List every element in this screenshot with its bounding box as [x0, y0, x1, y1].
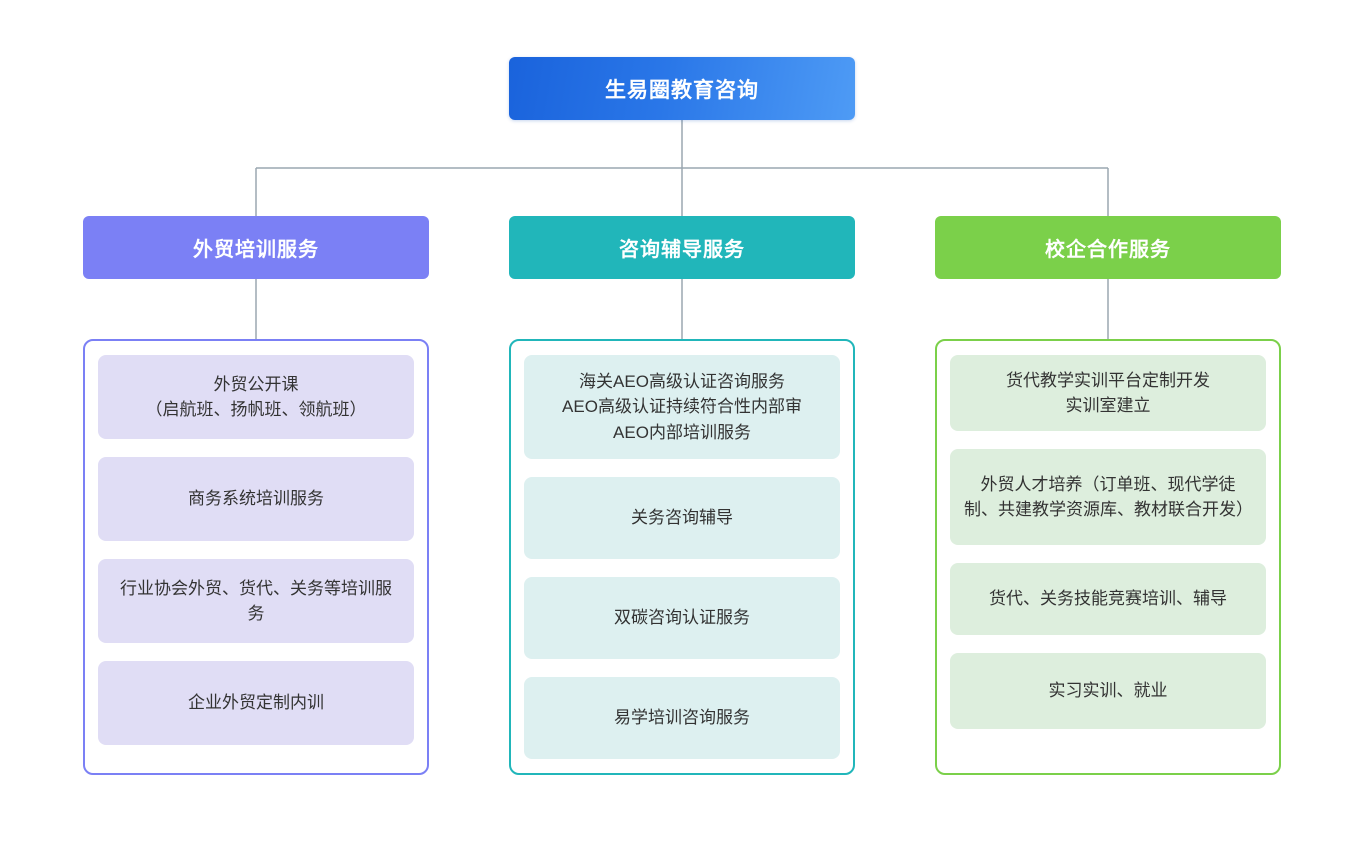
branch-header-1[interactable]: 外贸培训服务	[83, 216, 429, 279]
branch-header-1-label: 外贸培训服务	[193, 239, 319, 261]
branch-1-item-3[interactable]: 行业协会外贸、货代、关务等培训服务	[98, 559, 414, 643]
branch-header-2[interactable]: 咨询辅导服务	[509, 216, 855, 279]
branch-header-3-label: 校企合作服务	[1045, 239, 1171, 261]
branch-box-1: 外贸公开课 （启航班、扬帆班、领航班） 商务系统培训服务 行业协会外贸、货代、关…	[83, 339, 429, 775]
branch-1-item-1[interactable]: 外贸公开课 （启航班、扬帆班、领航班）	[98, 355, 414, 439]
branch-box-2: 海关AEO高级认证咨询服务 AEO高级认证持续符合性内部审 AEO内部培训服务 …	[509, 339, 855, 775]
branch-column-1: 外贸培训服务 外贸公开课 （启航班、扬帆班、领航班） 商务系统培训服务 行业协会…	[83, 216, 429, 775]
branch-column-2: 咨询辅导服务 海关AEO高级认证咨询服务 AEO高级认证持续符合性内部审 AEO…	[509, 216, 855, 775]
branch-3-item-2[interactable]: 外贸人才培养（订单班、现代学徒制、共建教学资源库、教材联合开发）	[950, 449, 1266, 545]
branch-1-item-4[interactable]: 企业外贸定制内训	[98, 661, 414, 745]
root-node[interactable]: 生易圈教育咨询	[509, 57, 855, 120]
branch-2-item-2[interactable]: 关务咨询辅导	[524, 477, 840, 559]
branch-2-item-3[interactable]: 双碳咨询认证服务	[524, 577, 840, 659]
branch-header-3[interactable]: 校企合作服务	[935, 216, 1281, 279]
branch-header-2-label: 咨询辅导服务	[619, 239, 745, 261]
branch-column-3: 校企合作服务 货代教学实训平台定制开发 实训室建立 外贸人才培养（订单班、现代学…	[935, 216, 1281, 775]
branch-3-item-4[interactable]: 实习实训、就业	[950, 653, 1266, 729]
branch-2-item-4[interactable]: 易学培训咨询服务	[524, 677, 840, 759]
branch-1-item-2[interactable]: 商务系统培训服务	[98, 457, 414, 541]
branch-box-3: 货代教学实训平台定制开发 实训室建立 外贸人才培养（订单班、现代学徒制、共建教学…	[935, 339, 1281, 775]
branch-3-item-1[interactable]: 货代教学实训平台定制开发 实训室建立	[950, 355, 1266, 431]
branch-3-item-3[interactable]: 货代、关务技能竞赛培训、辅导	[950, 563, 1266, 635]
root-node-label: 生易圈教育咨询	[605, 78, 759, 102]
branch-2-item-1[interactable]: 海关AEO高级认证咨询服务 AEO高级认证持续符合性内部审 AEO内部培训服务	[524, 355, 840, 459]
